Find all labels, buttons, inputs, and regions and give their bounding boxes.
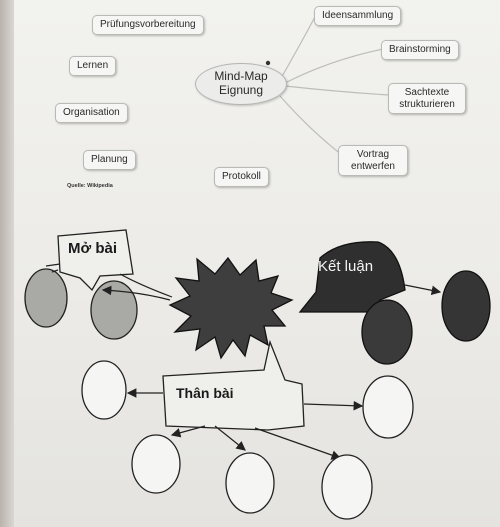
- mindmap-item-planung: Planung: [83, 150, 136, 170]
- intro-label: Mở bài: [68, 240, 117, 257]
- intro-speech-bubble: [57, 229, 134, 292]
- conclusion-circle-1: [361, 299, 413, 365]
- mindmap-item-organisation: Organisation: [55, 103, 128, 123]
- mindmap-item-pruefungsvorbereitung: Prüfungsvorbereitung: [92, 15, 204, 35]
- conclusion-circle-2: [441, 270, 491, 342]
- mindmap-item-sachtexte: Sachtexte strukturieren: [388, 83, 466, 114]
- body-circle-bottom-2: [225, 452, 275, 514]
- conclusion-label: Kết luận: [318, 258, 373, 275]
- body-circle-bottom-3: [321, 454, 373, 520]
- body-label: Thân bài: [176, 385, 234, 401]
- body-circle-right: [362, 375, 414, 439]
- intro-circle-2: [90, 280, 138, 340]
- center-starburst: [168, 256, 294, 360]
- body-circle-bottom-1: [131, 434, 181, 494]
- mindmap-item-lernen: Lernen: [69, 56, 117, 76]
- mindmap-item-brainstorming: Brainstorming: [381, 40, 459, 60]
- mindmap-center-label: Mind-Map Eignung: [214, 69, 268, 97]
- mindmap-item-ideensammlung: Ideensammlung: [314, 6, 402, 26]
- mindmap-item-protokoll: Protokoll: [214, 167, 269, 187]
- source-note: Quelle: Wikipedia: [67, 183, 113, 189]
- mindmap-item-vortrag: Vortrag entwerfen: [338, 145, 408, 176]
- mindmap-center-node: Mind-Map Eignung: [195, 63, 287, 105]
- body-circle-left: [81, 360, 127, 420]
- intro-circle-1: [24, 268, 68, 328]
